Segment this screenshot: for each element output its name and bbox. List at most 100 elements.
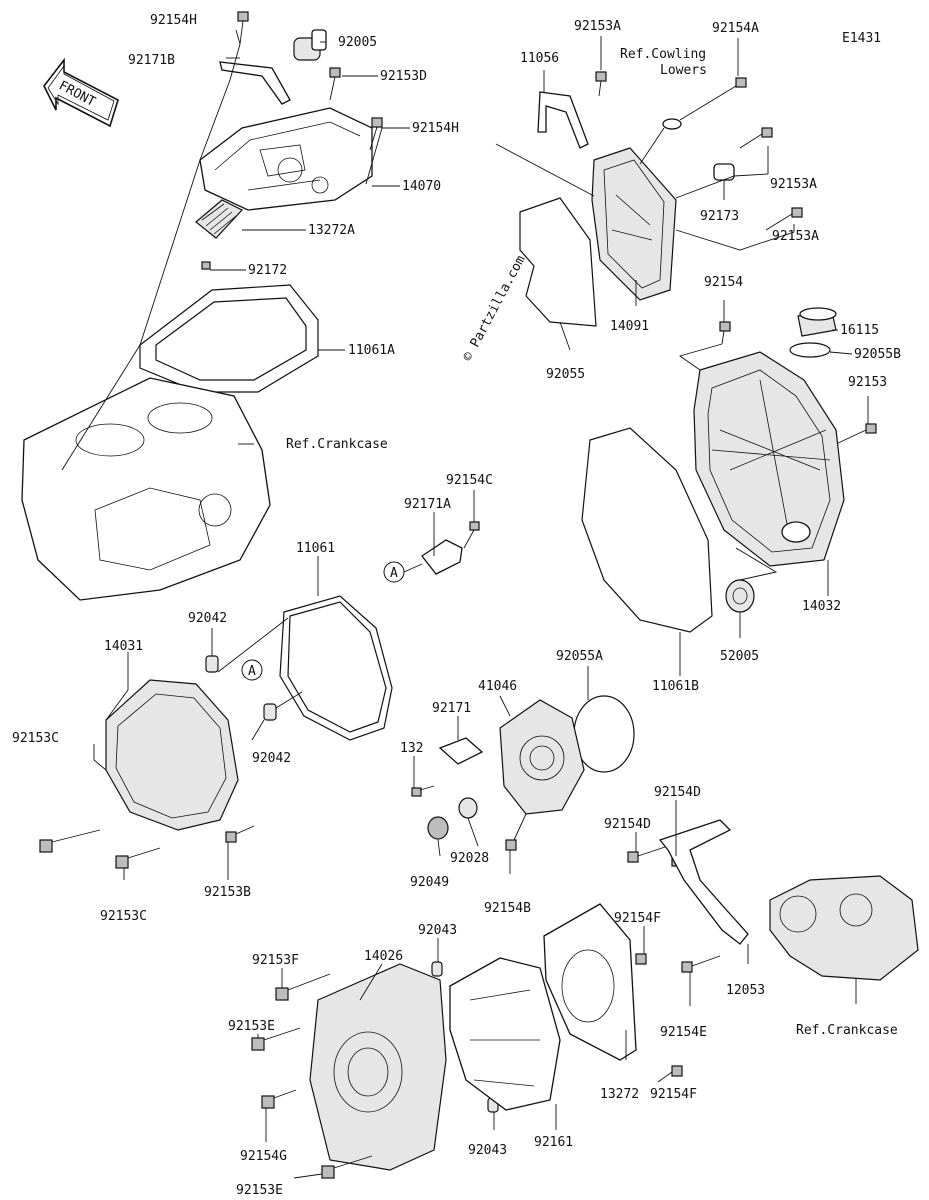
part-92153a-bolt-2[interactable] — [739, 127, 773, 149]
part-92055-gasket[interactable] — [519, 197, 597, 327]
part-13272-plate[interactable] — [543, 903, 637, 1061]
label-92171B[interactable]: 92171B — [128, 53, 175, 68]
part-92154d-bolt-2[interactable] — [627, 845, 669, 863]
label-16115[interactable]: 16115 — [840, 323, 879, 338]
part-92154g-bolt[interactable] — [261, 1089, 297, 1109]
part-92154b-bolt[interactable] — [505, 813, 527, 851]
part-92171-clamp[interactable] — [438, 737, 484, 765]
part-92028-bushing[interactable] — [458, 797, 478, 819]
label-14032[interactable]: 14032 — [802, 599, 841, 614]
label-92153A-2[interactable]: 92153A — [770, 177, 817, 192]
label-92171[interactable]: 92171 — [432, 701, 471, 716]
label-92153F[interactable]: 92153F — [252, 953, 299, 968]
part-11061-gasket[interactable] — [279, 595, 393, 741]
part-52005-seal[interactable] — [725, 579, 755, 613]
label-92042[interactable]: 92042 — [188, 611, 227, 626]
part-92154f-bolt-2[interactable] — [671, 1065, 683, 1077]
label-13272A[interactable]: 13272A — [308, 223, 355, 238]
label-92043-2[interactable]: 92043 — [468, 1143, 507, 1158]
part-132-bolt[interactable] — [411, 785, 435, 797]
label-92172[interactable]: 92172 — [248, 263, 287, 278]
part-92043-dowel-1[interactable] — [431, 961, 443, 977]
label-92153[interactable]: 92153 — [848, 375, 887, 390]
part-92154h-bolt-top[interactable] — [237, 11, 249, 45]
part-14032-cover[interactable] — [693, 351, 845, 567]
part-92153b-bolt[interactable] — [225, 825, 255, 843]
label-92154G[interactable]: 92154G — [240, 1149, 287, 1164]
part-92153d-bolt[interactable] — [329, 67, 341, 101]
part-16115-cap[interactable] — [797, 307, 837, 337]
label-92154E[interactable]: 92154E — [660, 1025, 707, 1040]
part-14026-cover[interactable] — [309, 963, 447, 1171]
part-11061a-gasket[interactable] — [139, 284, 319, 393]
label-92153B[interactable]: 92153B — [204, 885, 251, 900]
label-92043[interactable]: 92043 — [418, 923, 457, 938]
part-11061b-gasket[interactable] — [581, 427, 713, 633]
label-92154H[interactable]: 92154H — [150, 13, 197, 28]
part-92055a-oring[interactable] — [573, 695, 635, 773]
label-11056[interactable]: 11056 — [520, 51, 559, 66]
part-92005-fitting[interactable] — [293, 29, 327, 61]
label-92028[interactable]: 92028 — [450, 851, 489, 866]
part-13272a-screen[interactable] — [195, 199, 243, 239]
label-12053[interactable]: 12053 — [726, 983, 765, 998]
part-92153f-bolt[interactable] — [275, 973, 331, 1001]
label-11061[interactable]: 11061 — [296, 541, 335, 556]
label-92055B[interactable]: 92055B — [854, 347, 901, 362]
label-92161[interactable]: 92161 — [534, 1135, 573, 1150]
part-92153a-bolt-1[interactable] — [595, 71, 607, 97]
part-92042-dowel-2[interactable] — [263, 703, 277, 721]
part-11056-bracket[interactable] — [537, 91, 589, 149]
label-92153A-3[interactable]: 92153A — [772, 229, 819, 244]
label-92154[interactable]: 92154 — [704, 275, 743, 290]
label-92154F[interactable]: 92154F — [614, 911, 661, 926]
label-92153E[interactable]: 92153E — [228, 1019, 275, 1034]
part-14070-cover[interactable] — [199, 107, 373, 211]
part-92154a-bolt[interactable] — [662, 77, 747, 130]
label-92154B[interactable]: 92154B — [484, 901, 531, 916]
label-14026[interactable]: 14026 — [364, 949, 403, 964]
label-92153C[interactable]: 92153C — [12, 731, 59, 746]
part-92171a-bracket[interactable] — [421, 539, 463, 575]
label-92042-2[interactable]: 92042 — [252, 751, 291, 766]
part-92153c-bolt-1[interactable] — [39, 829, 101, 853]
part-92154h-bolt[interactable] — [369, 117, 383, 151]
label-14091[interactable]: 14091 — [610, 319, 649, 334]
label-14070[interactable]: 14070 — [402, 179, 441, 194]
label-132[interactable]: 132 — [400, 741, 423, 756]
part-92055b-oring[interactable] — [789, 342, 831, 358]
part-92161-gasket[interactable] — [449, 957, 561, 1111]
part-92154c-bolt[interactable] — [463, 521, 480, 549]
part-41046-cover[interactable] — [499, 699, 585, 815]
part-92171b-bracket[interactable] — [219, 61, 291, 105]
label-92154F-2[interactable]: 92154F — [650, 1087, 697, 1102]
label-52005[interactable]: 52005 — [720, 649, 759, 664]
label-92005[interactable]: 92005 — [338, 35, 377, 50]
label-11061B[interactable]: 11061B — [652, 679, 699, 694]
label-92153D[interactable]: 92153D — [380, 69, 427, 84]
label-92154D[interactable]: 92154D — [654, 785, 701, 800]
label-13272[interactable]: 13272 — [600, 1087, 639, 1102]
part-14091-cover[interactable] — [591, 147, 677, 301]
label-41046[interactable]: 41046 — [478, 679, 517, 694]
label-92049[interactable]: 92049 — [410, 875, 449, 890]
label-92055A[interactable]: 92055A — [556, 649, 603, 664]
part-92154f-bolt-1[interactable] — [635, 953, 647, 965]
part-14031-cover[interactable] — [105, 679, 239, 831]
label-92154A[interactable]: 92154A — [712, 21, 759, 36]
label-92154D-2[interactable]: 92154D — [604, 817, 651, 832]
part-92049-seal[interactable] — [427, 816, 449, 840]
part-92042-dowel-1[interactable] — [205, 655, 219, 673]
part-92154-bolt[interactable] — [719, 321, 731, 345]
label-92153C-2[interactable]: 92153C — [100, 909, 147, 924]
label-92153A[interactable]: 92153A — [574, 19, 621, 34]
label-11061A[interactable]: 11061A — [348, 343, 395, 358]
label-92173[interactable]: 92173 — [700, 209, 739, 224]
part-92153a-bolt-3[interactable] — [765, 207, 803, 231]
label-14031[interactable]: 14031 — [104, 639, 143, 654]
part-92154e-bolt[interactable] — [681, 955, 721, 973]
label-92055[interactable]: 92055 — [546, 367, 585, 382]
label-92153E-2[interactable]: 92153E — [236, 1183, 283, 1198]
part-92172-screw[interactable] — [201, 261, 211, 270]
part-12053-bracket[interactable] — [658, 819, 749, 945]
